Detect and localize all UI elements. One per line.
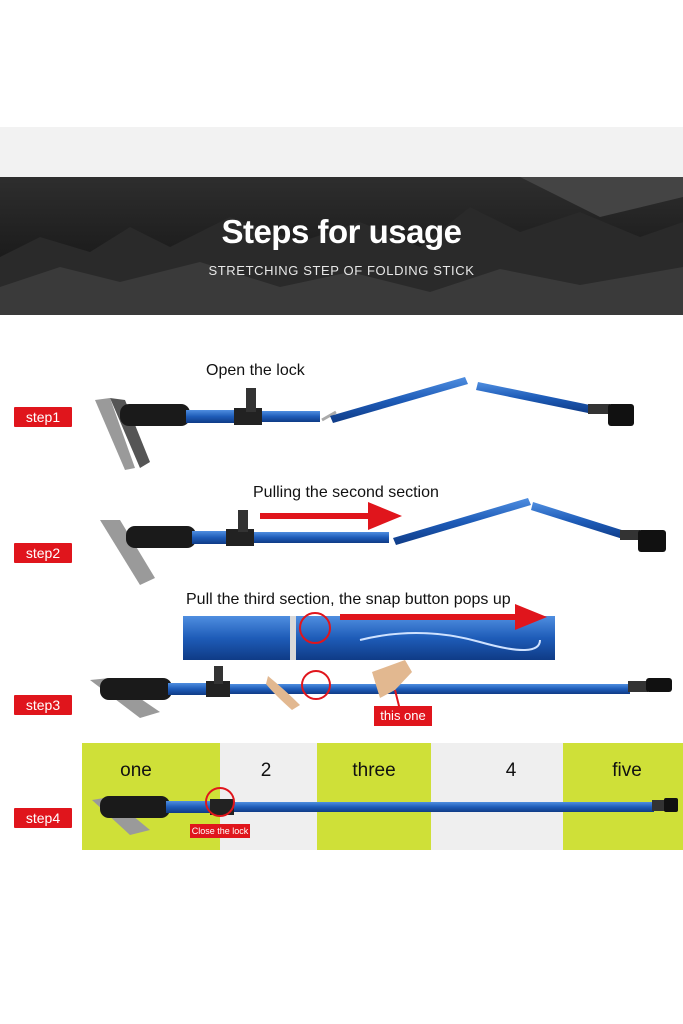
step4-tag: step4	[14, 808, 72, 828]
section-five-bg	[563, 743, 683, 850]
step1-caption: Open the lock	[206, 362, 305, 379]
section-label-three: three	[352, 760, 396, 781]
step2-caption: Pulling the second section	[253, 484, 439, 501]
step2-tag: step2	[14, 543, 72, 563]
section-label-five: five	[612, 760, 642, 781]
close-lock-note: Close the lock	[190, 824, 250, 838]
step4-pole	[92, 787, 678, 835]
mountain-backdrop	[0, 177, 683, 315]
page-title: Steps for usage	[221, 213, 462, 250]
step3-caption: Pull the third section, the snap button …	[186, 591, 511, 608]
section-label-4: 4	[505, 760, 517, 781]
section-label-one: one	[120, 760, 152, 781]
page-subtitle: STRETCHING STEP OF FOLDING STICK	[208, 263, 475, 278]
section-4-bg	[431, 743, 563, 850]
step2-pole	[100, 498, 666, 585]
header-banner: Steps for usage STRETCHING STEP OF FOLDI…	[0, 177, 683, 315]
step3-pole	[90, 660, 672, 718]
top-band	[0, 127, 683, 177]
section-label-2: 2	[260, 760, 272, 781]
section-three-bg	[317, 743, 431, 850]
step3-zoom-strip	[183, 604, 555, 660]
this-one-note: this one	[374, 706, 432, 726]
step3-tag: step3	[14, 695, 72, 715]
step1-tag: step1	[14, 407, 72, 427]
step1-pole	[95, 377, 634, 470]
